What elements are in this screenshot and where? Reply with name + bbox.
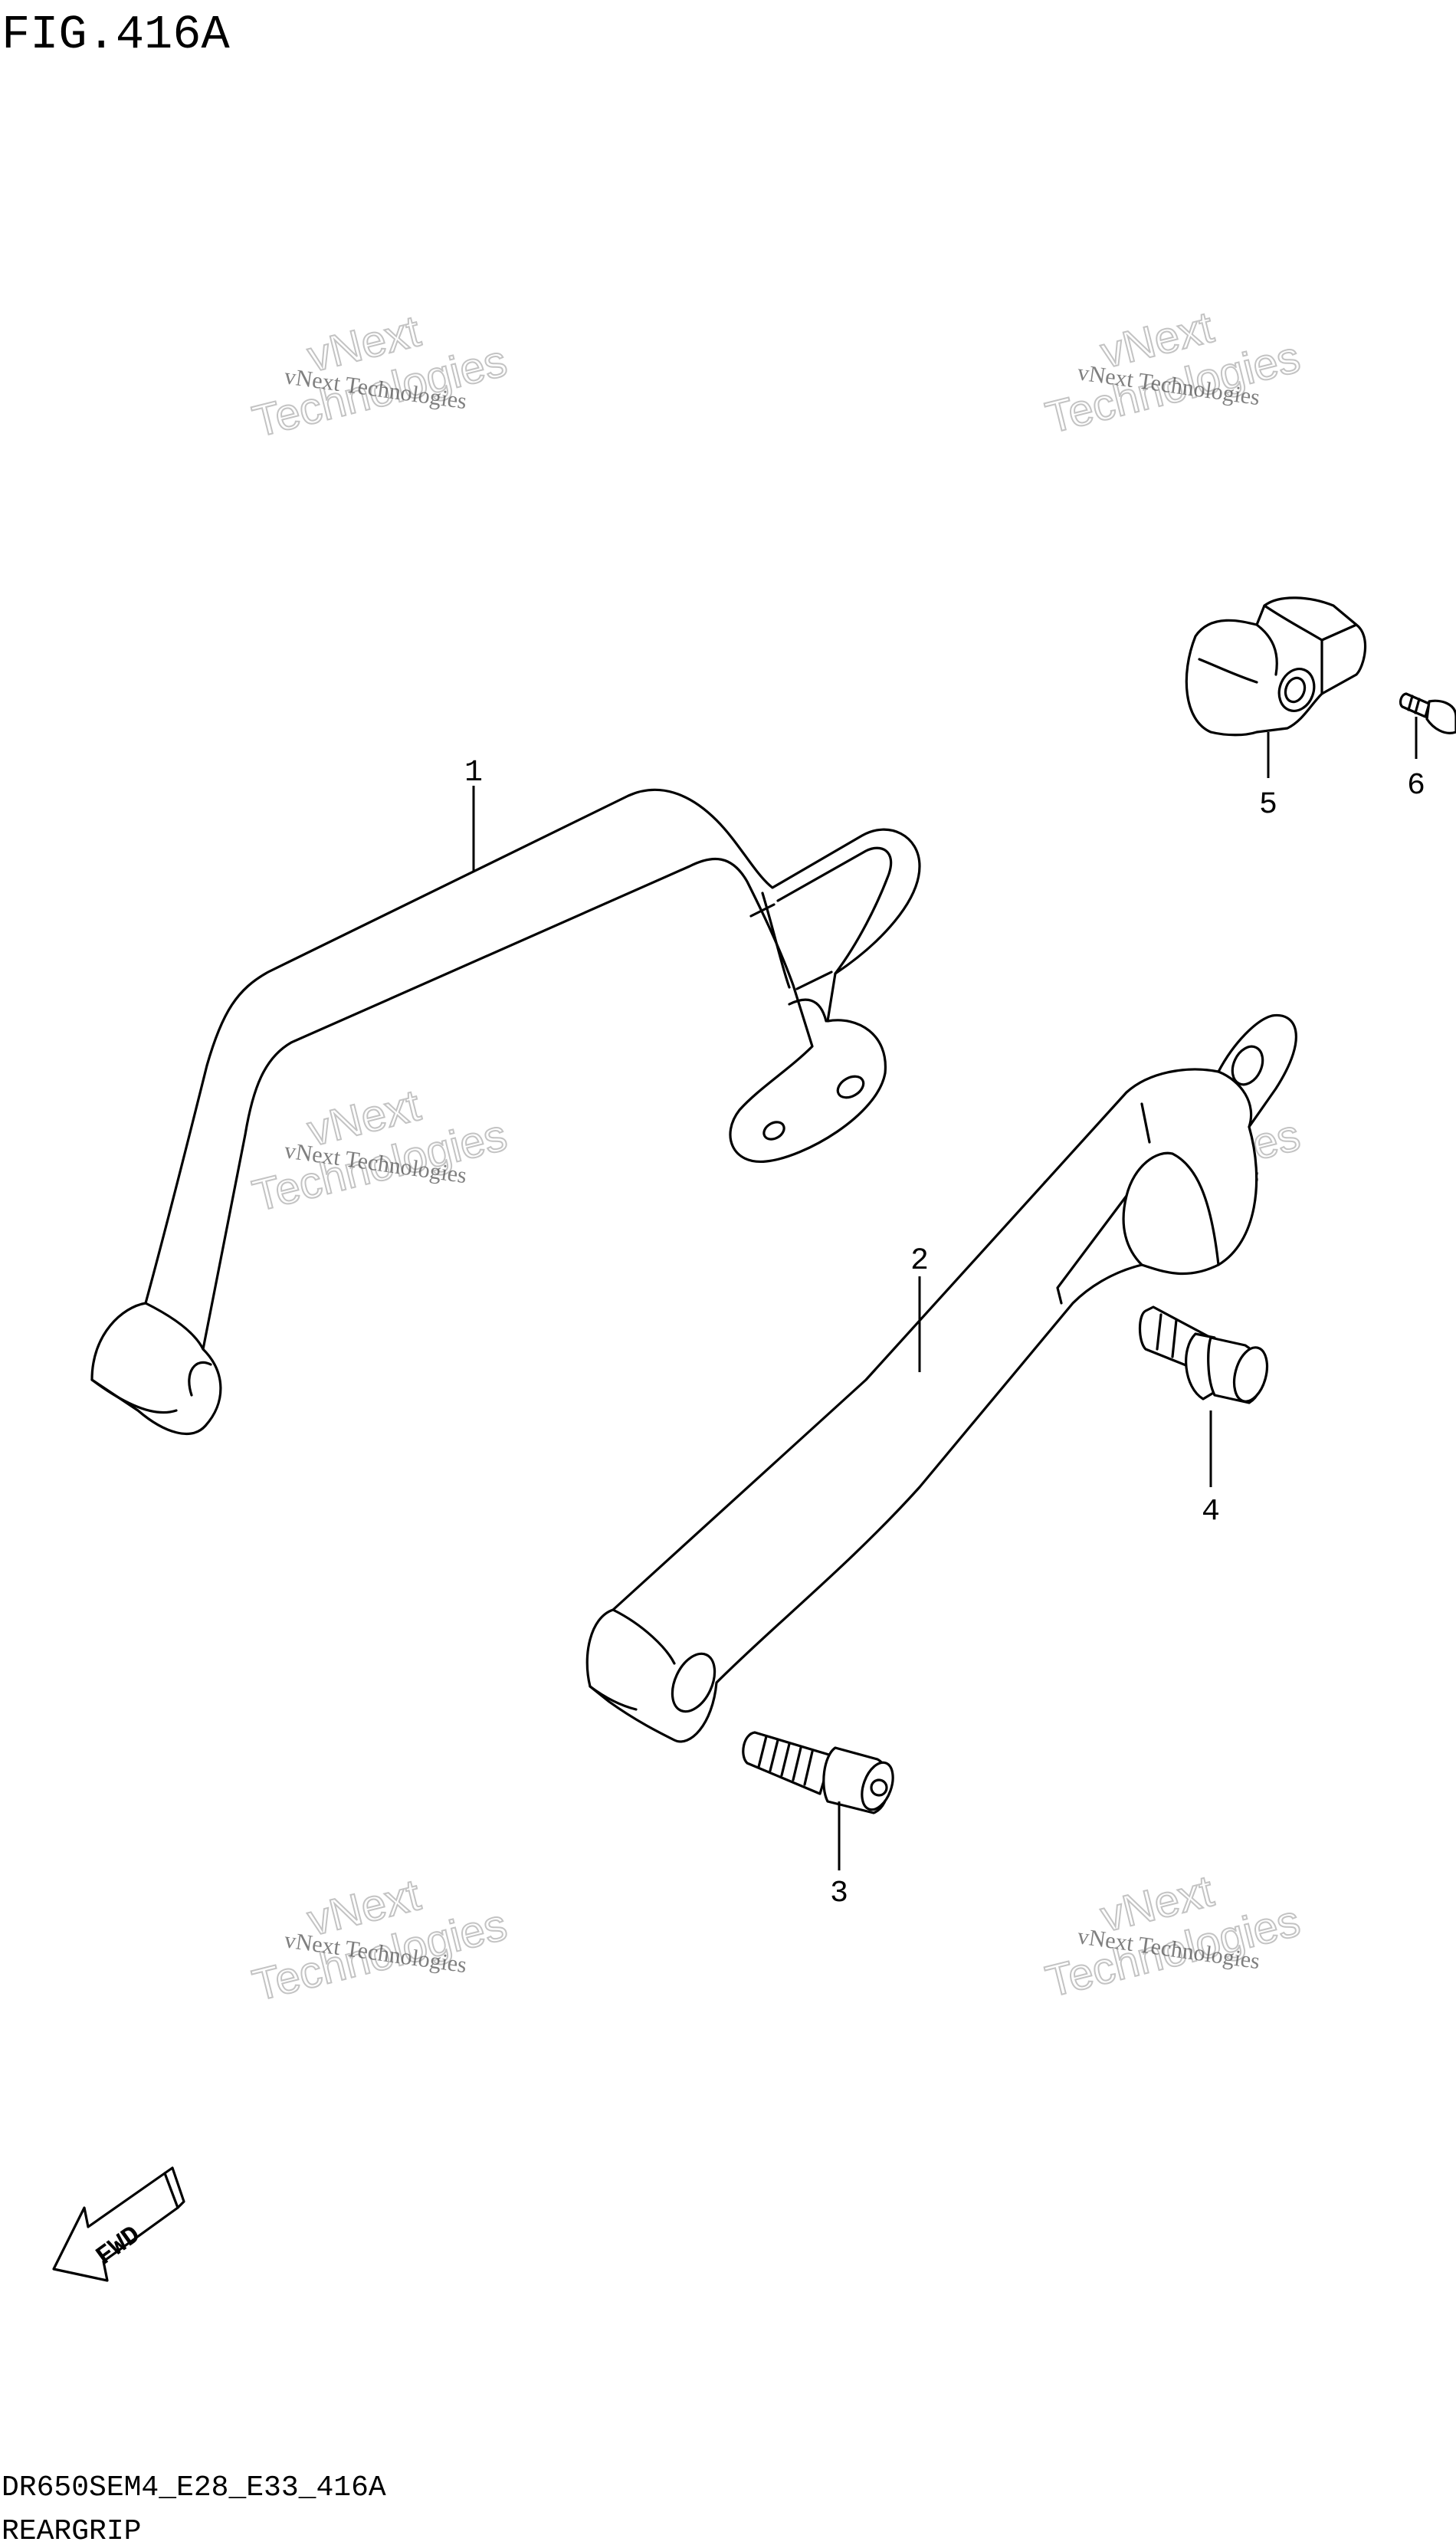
- watermark-1: Technologies vNext vNext Technologies: [247, 305, 512, 448]
- callout-5: 5: [1259, 788, 1277, 823]
- part-bolt-flange: [1138, 1305, 1269, 1404]
- fwd-arrow: FWD: [52, 2166, 185, 2282]
- part-bolt-socket: [742, 1731, 894, 1814]
- watermark-6: Technologies vNext vNext Technologies: [1040, 1865, 1305, 2008]
- callout-4: 4: [1202, 1495, 1220, 1529]
- watermark-5: Technologies vNext vNext Technologies: [247, 1869, 512, 2011]
- callout-3: 3: [830, 1877, 848, 1911]
- callout-6: 6: [1407, 769, 1425, 803]
- part-screw: [1399, 692, 1456, 734]
- leader-lines: [472, 717, 1418, 1870]
- watermark-2: Technologies vNext vNext Technologies: [1040, 301, 1305, 444]
- part-grip-rear-right: [585, 1013, 1297, 1743]
- figure-code: DR650SEM4_E28_E33_416A: [2, 2471, 386, 2504]
- figure-name: REARGRIP: [2, 2515, 141, 2545]
- part-cushion: [1185, 596, 1367, 737]
- watermark-3: Technologies vNext vNext Technologies: [247, 1079, 512, 1222]
- figure-title: FIG.416A: [2, 8, 230, 62]
- callout-1: 1: [464, 756, 483, 790]
- part-grip-rear-left: [90, 788, 921, 1435]
- callout-2: 2: [910, 1244, 929, 1279]
- callouts: 1 2 3 4 5 6: [464, 756, 1425, 1911]
